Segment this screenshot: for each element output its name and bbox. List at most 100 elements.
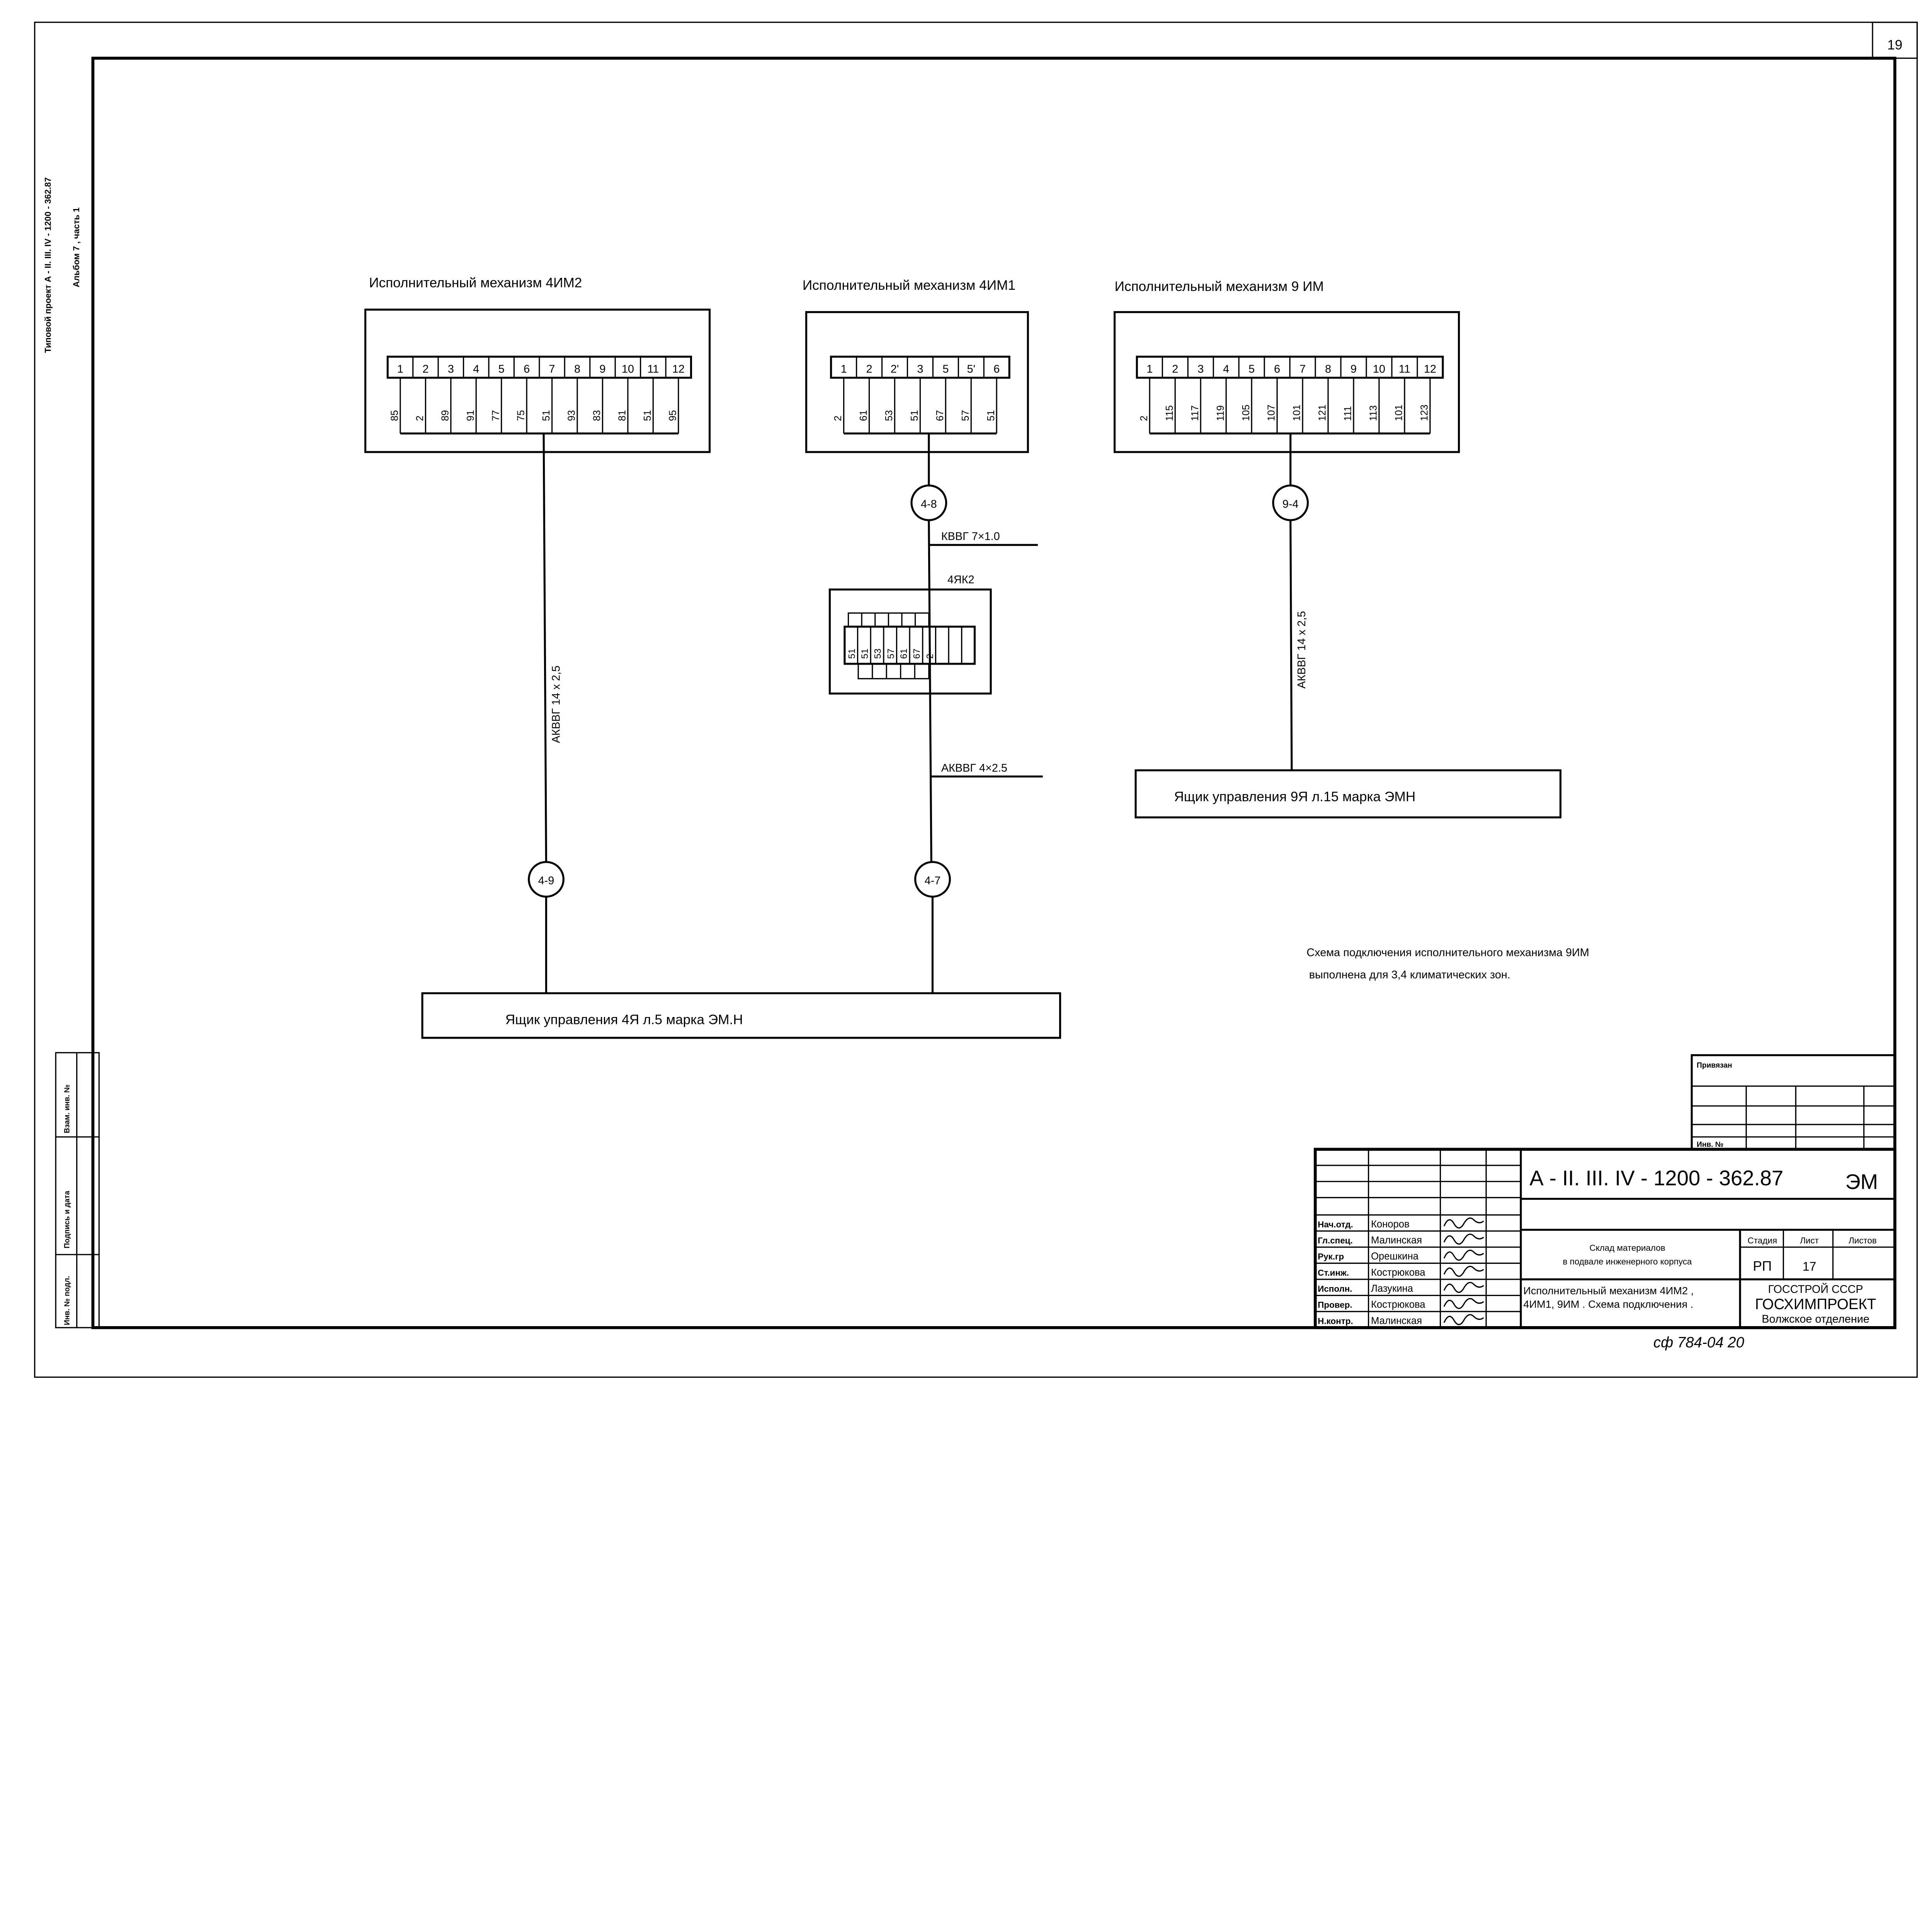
staff-role: Н.контр. bbox=[1318, 1316, 1353, 1326]
wire-number: 51 bbox=[986, 410, 997, 421]
wire-number: 51 bbox=[909, 410, 920, 421]
staff-role: Гл.спец. bbox=[1318, 1236, 1353, 1245]
stage-value: РП bbox=[1753, 1259, 1772, 1274]
staff-name: Малинская bbox=[1371, 1235, 1422, 1246]
cable-label: АКВВГ 14 x 2,5 bbox=[1296, 611, 1308, 689]
sheet-number: 19 bbox=[1887, 37, 1902, 53]
wire-number: 51 bbox=[642, 410, 653, 421]
wire-number: 117 bbox=[1190, 405, 1201, 421]
wire-number: 111 bbox=[1343, 406, 1354, 421]
signature bbox=[1443, 1282, 1484, 1293]
note-line-2: выполнена для 3,4 климатических зон. bbox=[1309, 969, 1510, 981]
control-box-4ya bbox=[421, 992, 1061, 1039]
terminal-number: 9 bbox=[599, 363, 605, 376]
margin-project: Типовой проект А - II. III. IV - 1200 - … bbox=[43, 177, 53, 353]
wire-number: 51 bbox=[541, 410, 552, 421]
document-code: ЭМ bbox=[1845, 1170, 1878, 1194]
footer-code: сф 784-04 20 bbox=[1653, 1334, 1745, 1351]
staff-role: Исполн. bbox=[1318, 1284, 1352, 1294]
staff-name: Малинская bbox=[1371, 1315, 1422, 1326]
wire-number: 101 bbox=[1292, 405, 1303, 421]
terminal-number: 6 bbox=[993, 363, 1000, 376]
sheet-number-box bbox=[1872, 22, 1918, 59]
org-line-1: ГОССТРОЙ СССР bbox=[1768, 1282, 1863, 1296]
cable-label: АКВВГ 14 x 2,5 bbox=[550, 665, 563, 743]
terminal-number: 3 bbox=[917, 363, 923, 376]
terminal-wire-number: 53 bbox=[873, 648, 883, 659]
privyazan-block: Привязан Инв. № bbox=[1690, 1054, 1896, 1150]
stage-header: Стадия bbox=[1748, 1236, 1777, 1245]
staff-name: Орешкина bbox=[1371, 1251, 1419, 1262]
wire-number: 89 bbox=[440, 410, 451, 421]
marker-label: 4-9 bbox=[538, 874, 554, 887]
staff-name: Кострюкова bbox=[1371, 1299, 1425, 1310]
wire-number: 2 bbox=[1139, 415, 1150, 421]
signature bbox=[1443, 1233, 1484, 1245]
terminal-number: 11 bbox=[647, 363, 659, 376]
drawing-title-line-2: 4ИМ1, 9ИМ . Схема подключения . bbox=[1523, 1298, 1693, 1310]
object-line-2: в подвале инженерного корпуса bbox=[1563, 1257, 1692, 1266]
control-box-9ya bbox=[1134, 769, 1562, 818]
terminal-number: 2 bbox=[866, 363, 872, 376]
mechanism-title: Исполнительный механизм 4ИМ1 bbox=[803, 278, 1015, 293]
wire-number: 67 bbox=[935, 410, 946, 421]
marker-label: 4-8 bbox=[921, 498, 937, 510]
signature bbox=[1443, 1314, 1484, 1325]
terminal-number: 6 bbox=[1274, 363, 1280, 376]
terminal-row-lower bbox=[857, 663, 930, 680]
wire-number: 77 bbox=[490, 410, 501, 421]
outer-border bbox=[34, 22, 1918, 1378]
wire-number: 121 bbox=[1317, 405, 1328, 421]
terminal-wire-number: 51 bbox=[847, 648, 857, 659]
terminal-number: 2' bbox=[891, 363, 899, 376]
terminal-number: 2 bbox=[422, 363, 429, 376]
stamp-inv: Инв. № подл. bbox=[63, 1276, 71, 1325]
terminal-number: 12 bbox=[672, 363, 685, 376]
cable-marker bbox=[528, 861, 565, 898]
wire-number: 119 bbox=[1215, 405, 1226, 421]
terminal-number: 5 bbox=[1248, 363, 1255, 376]
terminal-wire-number: 67 bbox=[912, 648, 922, 659]
wire-number: 105 bbox=[1241, 405, 1252, 421]
wire-number: 83 bbox=[592, 410, 602, 421]
title-block: А - II. III. IV - 1200 - 362.87 ЭМ Склад… bbox=[1314, 1148, 1896, 1329]
wire-number: 93 bbox=[566, 410, 577, 421]
terminal-number: 4 bbox=[473, 363, 479, 376]
drawing-title-line-1: Исполнительный механизм 4ИМ2 , bbox=[1523, 1284, 1694, 1296]
left-stamp: Взам. инв. № Подпись и дата Инв. № подл. bbox=[55, 1052, 100, 1328]
org-line-3: Волжское отделение bbox=[1762, 1313, 1869, 1325]
sheet-value: 17 bbox=[1803, 1259, 1816, 1273]
mechanism-9im: Исполнительный механизм 9 ИМ 12211531174… bbox=[1114, 279, 1460, 770]
sheet-header: Лист bbox=[1800, 1236, 1819, 1245]
terminal-number: 5' bbox=[967, 363, 976, 376]
staff-role: Рук.гр bbox=[1318, 1252, 1344, 1262]
terminal-number: 9 bbox=[1350, 363, 1357, 376]
staff-role: Нач.отд. bbox=[1318, 1219, 1353, 1229]
wire-number: 91 bbox=[465, 410, 476, 421]
wire-number: 107 bbox=[1266, 405, 1277, 421]
signature bbox=[1443, 1250, 1484, 1261]
terminal-number: 5 bbox=[942, 363, 949, 376]
terminal-number: 6 bbox=[524, 363, 530, 376]
wire-number: 113 bbox=[1368, 405, 1379, 421]
mechanism-title: Исполнительный механизм 9 ИМ bbox=[1115, 279, 1324, 294]
stamp-signature: Подпись и дата bbox=[63, 1191, 71, 1248]
wire-number: 53 bbox=[884, 410, 895, 421]
terminal-wire-number: 61 bbox=[899, 648, 909, 659]
terminal-number: 11 bbox=[1399, 363, 1410, 376]
terminal-number: 7 bbox=[549, 363, 555, 376]
signature bbox=[1443, 1298, 1484, 1309]
wire-number: 101 bbox=[1394, 405, 1405, 421]
terminal-number: 10 bbox=[1373, 363, 1385, 376]
cable-label-bottom: АКВВГ 4×2.5 bbox=[941, 762, 1007, 774]
terminal-number: 8 bbox=[574, 363, 580, 376]
terminal-wire-number: 2 bbox=[925, 654, 935, 659]
junction-box-label: 4ЯК2 bbox=[947, 574, 975, 586]
terminal-number: 1 bbox=[397, 363, 403, 376]
marker-label: 9-4 bbox=[1282, 498, 1299, 510]
org-line-2: ГОСХИМПРОЕКТ bbox=[1755, 1296, 1876, 1313]
wire-number: 57 bbox=[960, 410, 971, 421]
margin-album: Альбом 7 , часть 1 bbox=[71, 207, 81, 287]
